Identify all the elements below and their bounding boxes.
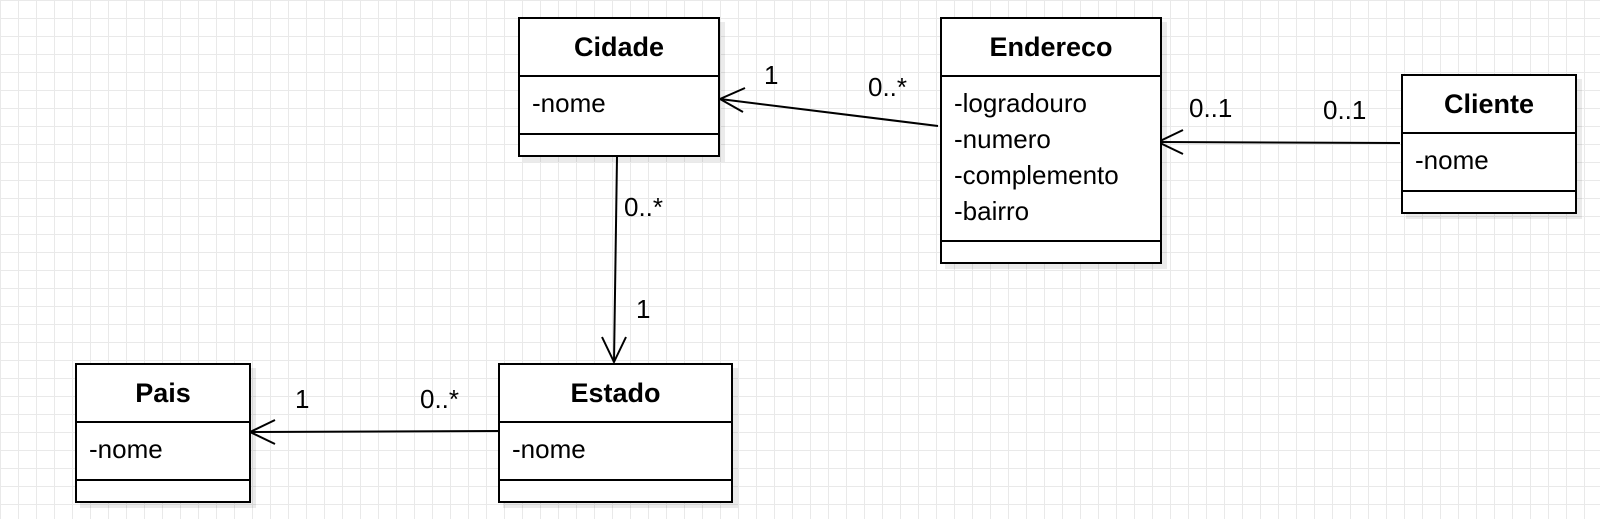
association-cidade-estado[interactable] — [613, 156, 618, 363]
multiplicity-endereco-cliente: 0..1 — [1189, 93, 1233, 123]
association-endereco-cidade[interactable] — [719, 98, 939, 127]
class-attributes-cidade: -nome — [520, 77, 718, 135]
arrowhead-estado — [601, 336, 627, 365]
attribute: -numero — [954, 124, 1051, 154]
class-methods-endereco — [942, 242, 1160, 262]
class-name-pais: Pais — [77, 365, 249, 423]
multiplicity-cidade-estado: 0..* — [624, 192, 664, 222]
class-methods-cidade — [520, 135, 718, 155]
class-attributes-estado: -nome — [500, 423, 731, 481]
attribute: -nome — [532, 88, 606, 118]
association-cliente-endereco[interactable] — [1157, 141, 1401, 144]
attribute: -nome — [89, 434, 163, 464]
class-name-estado: Estado — [500, 365, 731, 423]
attribute: -nome — [1415, 145, 1489, 175]
attribute: -complemento — [954, 160, 1119, 190]
association-estado-pais[interactable] — [249, 430, 499, 433]
multiplicity-estado-pais: 0..* — [420, 384, 460, 414]
class-pais[interactable]: Pais -nome — [75, 363, 251, 503]
class-attributes-endereco: -logradouro -numero -complemento -bairro — [942, 77, 1160, 242]
class-methods-estado — [500, 481, 731, 501]
attribute: -bairro — [954, 196, 1030, 226]
class-cliente[interactable]: Cliente -nome — [1401, 74, 1577, 214]
attribute: -nome — [512, 434, 586, 464]
multiplicity-estado-cidade: 1 — [636, 294, 651, 324]
multiplicity-cidade-endereco: 1 — [764, 60, 779, 90]
multiplicity-cliente-endereco: 0..1 — [1323, 95, 1367, 125]
multiplicity-endereco-cidade: 0..* — [868, 72, 908, 102]
class-name-endereco: Endereco — [942, 19, 1160, 77]
class-endereco[interactable]: Endereco -logradouro -numero -complement… — [940, 17, 1162, 264]
class-attributes-cliente: -nome — [1403, 134, 1575, 192]
class-name-cliente: Cliente — [1403, 76, 1575, 134]
class-methods-cliente — [1403, 192, 1575, 212]
class-attributes-pais: -nome — [77, 423, 249, 481]
class-methods-pais — [77, 481, 249, 501]
class-cidade[interactable]: Cidade -nome — [518, 17, 720, 157]
class-name-cidade: Cidade — [520, 19, 718, 77]
attribute: -logradouro — [954, 88, 1087, 118]
arrowhead-cidade — [717, 87, 746, 113]
class-estado[interactable]: Estado -nome — [498, 363, 733, 503]
multiplicity-pais-estado: 1 — [295, 384, 310, 414]
